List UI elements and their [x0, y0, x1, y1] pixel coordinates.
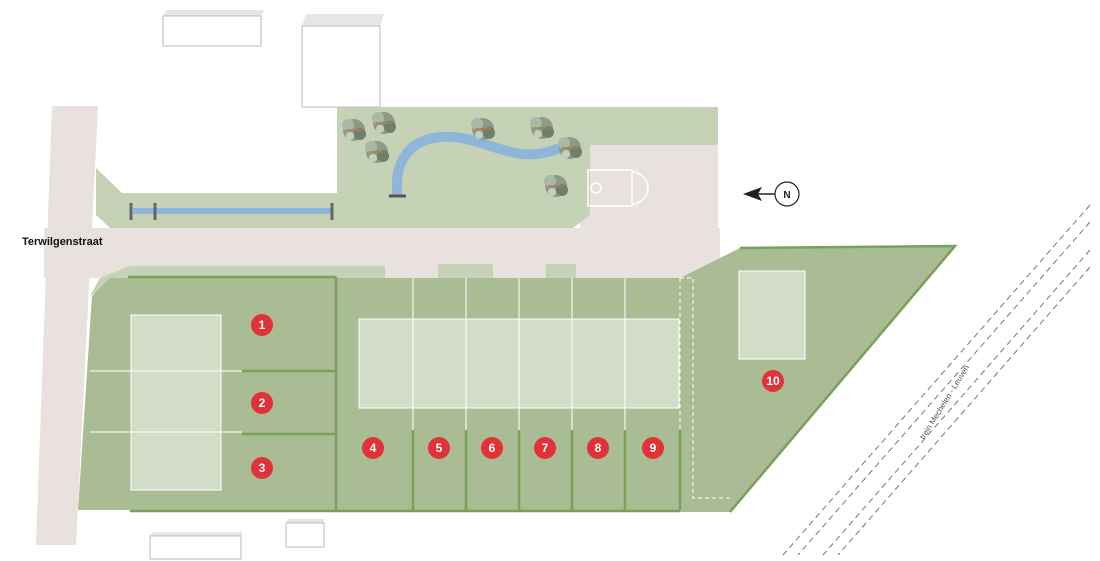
plot-marker-2[interactable]: 2 [251, 392, 273, 414]
trees [342, 112, 582, 197]
plot-marker-4[interactable]: 4 [362, 437, 384, 459]
plot-number: 3 [259, 461, 266, 475]
plot-number: 1 [259, 318, 266, 332]
north-arrow-icon [743, 181, 800, 207]
plot-marker-6[interactable]: 6 [481, 437, 503, 459]
building-plots [78, 244, 958, 513]
plot-marker-5[interactable]: 5 [428, 437, 450, 459]
railway-tracks [782, 204, 1091, 556]
plot-number: 5 [436, 441, 443, 455]
plot-number: 8 [595, 441, 602, 455]
plot-marker-9[interactable]: 9 [642, 437, 664, 459]
plot-number: 6 [489, 441, 496, 455]
plot-marker-1[interactable]: 1 [251, 314, 273, 336]
plot-marker-8[interactable]: 8 [587, 437, 609, 459]
plot-number: 4 [370, 441, 377, 455]
plot-number: 9 [650, 441, 657, 455]
plot-number: 2 [259, 396, 266, 410]
compass-letter: N [783, 190, 790, 201]
plot-markers: 1 2 3 4 5 6 7 8 9 10 [251, 314, 784, 479]
plot-number: 7 [542, 441, 549, 455]
basketball-court [587, 169, 649, 207]
plot-number: 10 [766, 374, 780, 388]
railway-label: trein Mechelen - Leuven [918, 364, 971, 442]
water-features [129, 131, 570, 220]
plot-marker-3[interactable]: 3 [251, 457, 273, 479]
neighbour-buildings [149, 10, 384, 560]
plot-marker-10[interactable]: 10 [762, 370, 784, 392]
plot-marker-7[interactable]: 7 [534, 437, 556, 459]
street-name-label: Terwilgenstraat [22, 236, 103, 248]
compass: N [743, 181, 800, 207]
